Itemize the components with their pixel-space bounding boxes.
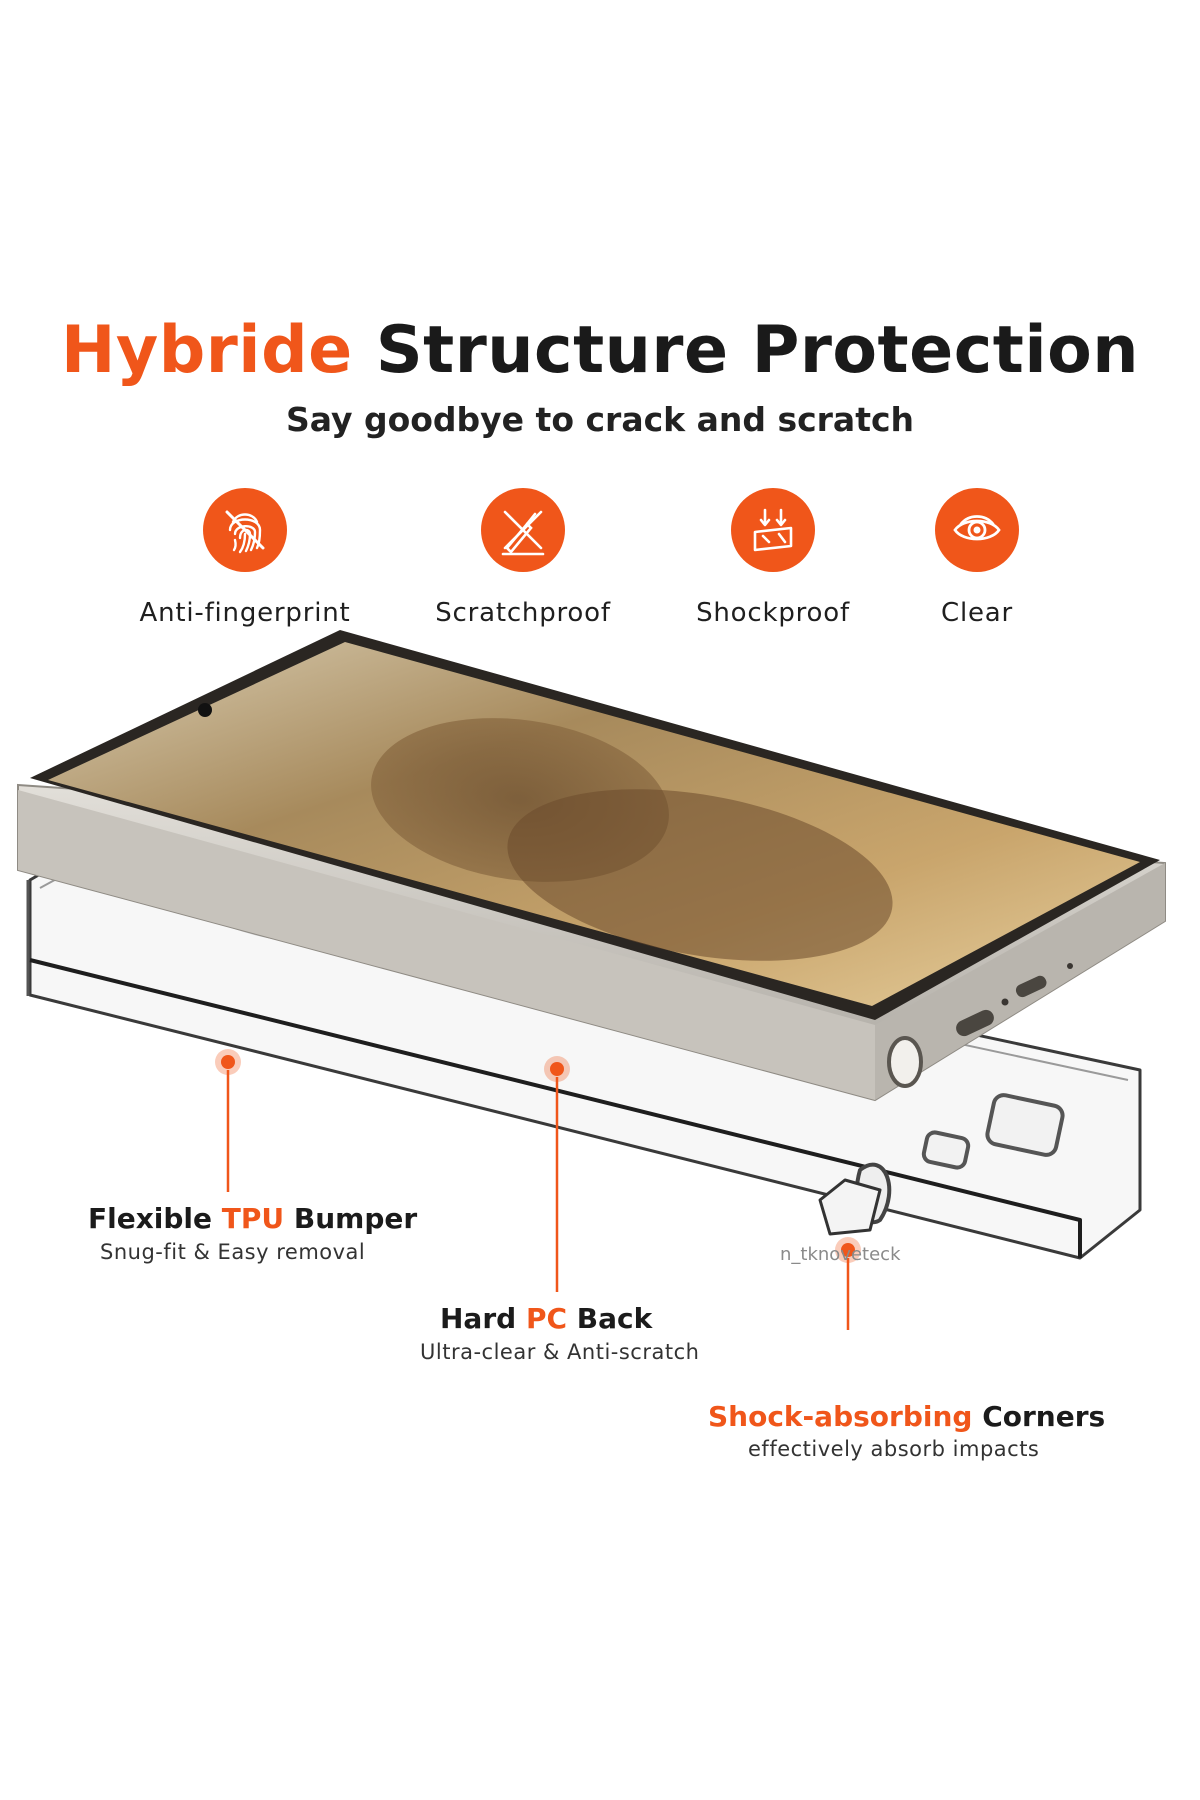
corners-title: Shock-absorbing Corners	[708, 1400, 1105, 1433]
feature-label: Shockproof	[696, 598, 850, 628]
phone-case-illustration: n_tknoveteck	[17, 630, 1166, 1330]
feature-label: Anti-fingerprint	[139, 598, 351, 628]
feature-clear: Clear	[867, 488, 1087, 628]
scratch-crossed-icon	[481, 488, 565, 572]
feature-label: Clear	[941, 598, 1013, 628]
subtitle: Say goodbye to crack and scratch	[285, 400, 915, 439]
watermark: n_tknoveteck	[780, 1244, 901, 1265]
callout-text: Flexible	[88, 1202, 213, 1235]
callout-text: Bumper	[293, 1202, 418, 1235]
corners-subtitle: effectively absorb impacts	[748, 1437, 1040, 1461]
eye-icon	[935, 488, 1019, 572]
feature-label: Scratchproof	[435, 598, 611, 628]
feature-anti-fingerprint: Anti-fingerprint	[135, 488, 355, 628]
feature-scratchproof: Scratchproof	[413, 488, 633, 628]
title-accent: Hybride	[60, 313, 353, 388]
feature-shockproof: Shockproof	[663, 488, 883, 628]
phone	[17, 630, 1166, 1102]
tpu-bumper-subtitle: Snug-fit & Easy removal	[100, 1240, 366, 1264]
fingerprint-crossed-icon	[203, 488, 287, 572]
page-title: Hybride Structure Protection	[0, 318, 1200, 383]
title-rest: Structure Protection	[375, 313, 1140, 388]
pc-back-subtitle: Ultra-clear & Anti-scratch	[420, 1340, 700, 1364]
callout-markers	[215, 1049, 861, 1330]
callout-text: Hard	[440, 1302, 517, 1335]
tpu-bumper-title: Flexible TPU Bumper	[88, 1202, 417, 1235]
callout-accent: Shock-absorbing	[708, 1400, 973, 1433]
pc-back-title: Hard PC Back	[440, 1302, 652, 1335]
callout-accent: TPU	[221, 1202, 285, 1235]
callout-accent: PC	[525, 1302, 568, 1335]
callout-text: Corners	[982, 1400, 1106, 1433]
callout-text: Back	[576, 1302, 653, 1335]
shock-arrows-icon	[731, 488, 815, 572]
